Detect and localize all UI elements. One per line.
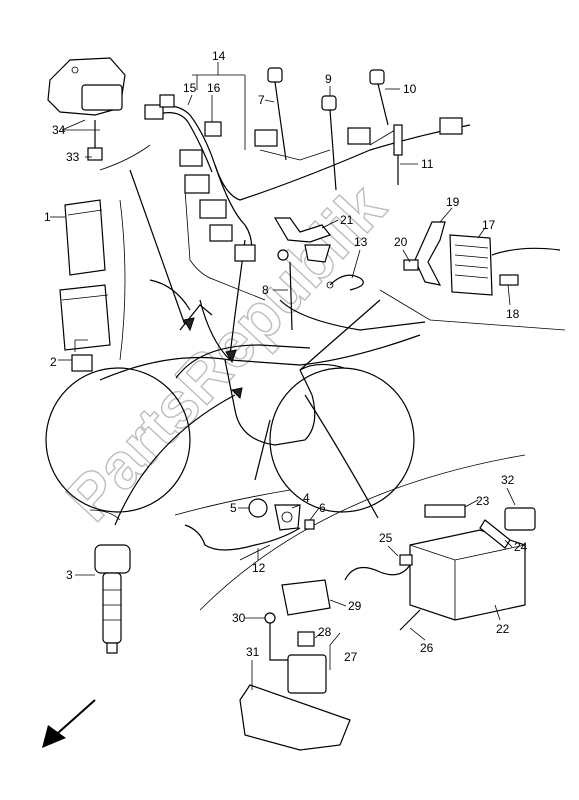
callout-8: 8 — [262, 283, 269, 297]
callout-3: 3 — [66, 568, 73, 582]
speed-sensor-group — [184, 498, 315, 561]
starter-relay-group — [239, 579, 351, 751]
section-boundaries — [89, 144, 566, 611]
callout-23: 23 — [476, 494, 490, 508]
callout-30: 30 — [232, 611, 246, 625]
battery-group — [344, 504, 536, 631]
callout-24: 24 — [514, 540, 528, 554]
sensors-group — [267, 67, 403, 191]
callout-25: 25 — [379, 531, 393, 545]
callout-29: 29 — [348, 599, 362, 613]
callout-4: 4 — [303, 491, 310, 505]
connection-lines — [114, 169, 381, 526]
callout-1: 1 — [44, 210, 51, 224]
callout-34: 34 — [52, 123, 66, 137]
ignition-coil — [94, 544, 131, 654]
callout-31: 31 — [246, 645, 260, 659]
rectifier-group — [403, 221, 561, 296]
callout-leaders — [50, 62, 516, 690]
callout-15: 15 — [183, 81, 197, 95]
callout-11: 11 — [421, 157, 434, 171]
callout-6: 6 — [319, 501, 326, 515]
arrow-down-left-icon — [42, 699, 96, 748]
callout-2: 2 — [50, 355, 57, 369]
callout-7: 7 — [258, 93, 265, 107]
callout-21: 21 — [340, 213, 354, 227]
callout-26: 26 — [420, 641, 434, 655]
callout-19: 19 — [446, 195, 460, 209]
callout-17: 17 — [482, 218, 496, 232]
bracket-group — [273, 217, 364, 331]
callout-18: 18 — [506, 307, 520, 321]
callout-20: 20 — [394, 235, 408, 249]
wire-harness — [144, 94, 471, 262]
callout-28: 28 — [318, 625, 332, 639]
motorcycle-outline — [45, 299, 426, 513]
callout-9: 9 — [325, 72, 332, 86]
callout-13: 13 — [354, 235, 368, 249]
callout-16: 16 — [207, 81, 221, 95]
callout-12: 12 — [252, 561, 266, 575]
callout-10: 10 — [403, 82, 417, 96]
relay-bracket-group — [47, 57, 126, 161]
callout-27: 27 — [344, 650, 358, 664]
callout-5: 5 — [230, 501, 237, 515]
ecu-group — [59, 199, 111, 372]
callout-33: 33 — [66, 150, 80, 164]
callout-22: 22 — [496, 622, 510, 636]
callout-32: 32 — [501, 473, 515, 487]
callout-14: 14 — [212, 49, 226, 63]
